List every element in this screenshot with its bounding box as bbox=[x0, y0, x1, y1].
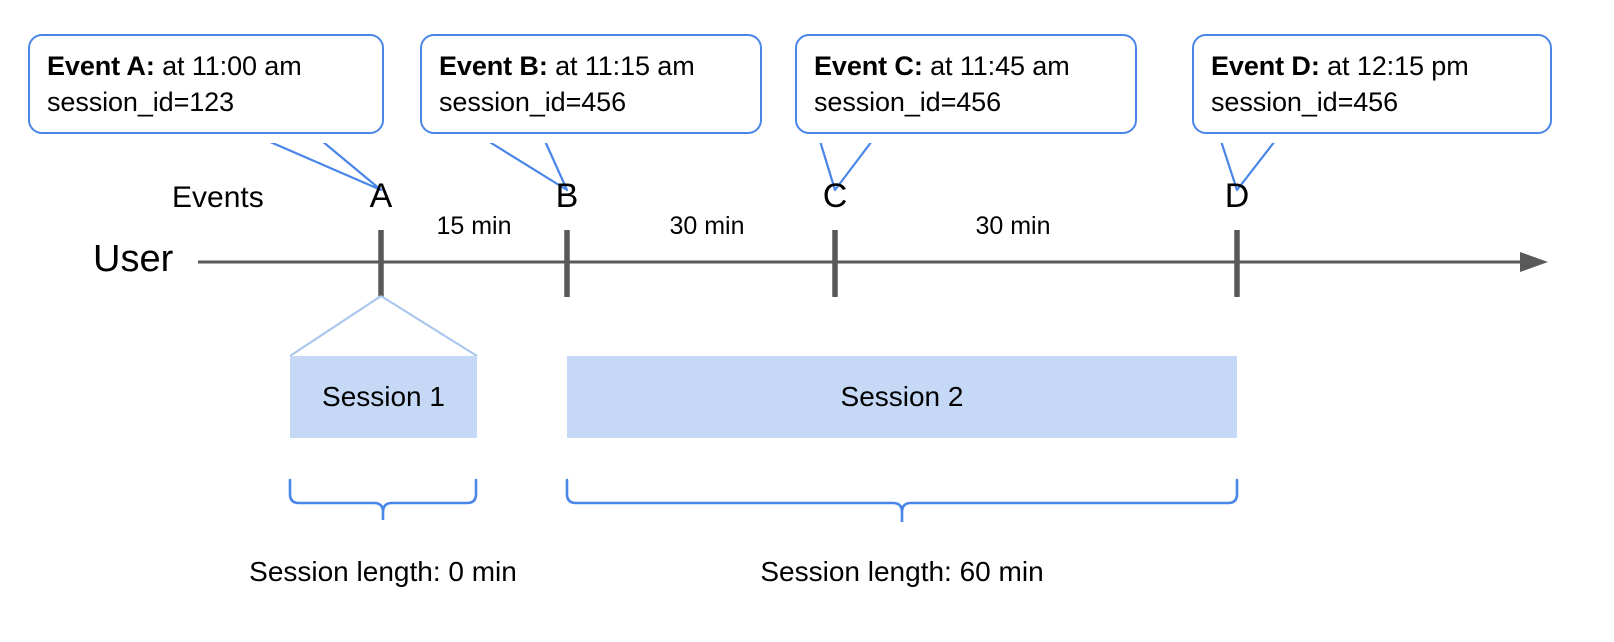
tick-label-a: A bbox=[369, 177, 393, 215]
user-row-label: User bbox=[93, 238, 174, 280]
tick-label-d: D bbox=[1224, 177, 1250, 215]
gap-label-c-d: 30 min bbox=[975, 212, 1051, 240]
callout-c-event-name: Event C: bbox=[814, 51, 923, 81]
callout-c-line1: Event C: at 11:45 am bbox=[814, 49, 1118, 85]
callout-event-b[interactable]: Event B: at 11:15 am session_id=456 bbox=[420, 34, 762, 135]
session-bar-2-label: Session 2 bbox=[840, 381, 964, 412]
session-bar-2[interactable]: Session 2 bbox=[567, 356, 1237, 438]
callout-c-session-id: session_id=456 bbox=[814, 86, 1001, 117]
gap-label-a-b: 15 min bbox=[436, 212, 512, 240]
callout-c-event-time: at 11:45 am bbox=[930, 51, 1070, 81]
session-2-length-label: Session length: 60 min bbox=[760, 556, 1044, 587]
callout-d-event-name: Event D: bbox=[1211, 51, 1320, 81]
session-1-brace bbox=[288, 478, 478, 520]
callout-b-session-id: session_id=456 bbox=[439, 86, 626, 117]
callout-event-d[interactable]: Event D: at 12:15 pm session_id=456 bbox=[1192, 34, 1552, 135]
callout-d-line1: Event D: at 12:15 pm bbox=[1211, 49, 1533, 85]
callout-d-event-time: at 12:15 pm bbox=[1327, 51, 1469, 81]
callout-b-event-time: at 11:15 am bbox=[555, 51, 695, 81]
session-bar-1[interactable]: Session 1 bbox=[290, 356, 477, 438]
callout-b-line1: Event B: at 11:15 am bbox=[439, 49, 743, 85]
gap-label-b-c: 30 min bbox=[669, 212, 745, 240]
session-2-brace bbox=[565, 478, 1239, 522]
callout-a-session-id: session_id=123 bbox=[47, 86, 234, 117]
session-1-length-label: Session length: 0 min bbox=[249, 556, 517, 587]
callout-a-line1: Event A: at 11:00 am bbox=[47, 49, 365, 85]
callout-a-event-time: at 11:00 am bbox=[162, 51, 302, 81]
callout-b-event-name: Event B: bbox=[439, 51, 548, 81]
session-1-funnel bbox=[289, 295, 478, 357]
tick-label-b: B bbox=[555, 177, 579, 215]
callout-event-c[interactable]: Event C: at 11:45 am session_id=456 bbox=[795, 34, 1137, 135]
callout-a-event-name: Event A: bbox=[47, 51, 155, 81]
callout-tail-a bbox=[266, 139, 383, 192]
timeline-axis bbox=[198, 252, 1548, 272]
session-bar-1-label: Session 1 bbox=[322, 381, 445, 412]
callout-event-a[interactable]: Event A: at 11:00 am session_id=123 bbox=[28, 34, 384, 135]
events-row-label: Events bbox=[172, 181, 264, 214]
tick-label-c: C bbox=[822, 177, 848, 215]
callout-d-session-id: session_id=456 bbox=[1211, 86, 1398, 117]
